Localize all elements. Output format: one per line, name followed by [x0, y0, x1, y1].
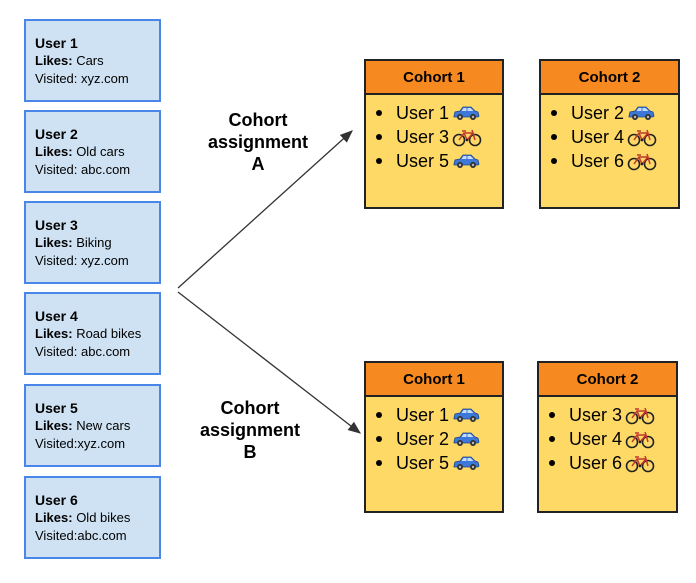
- cohort-member: User 3: [374, 125, 502, 149]
- visited-text: Visited:abc.com: [35, 528, 127, 543]
- bullet: [549, 412, 555, 418]
- likes-value: New cars: [72, 418, 131, 433]
- likes-label: Likes:: [35, 510, 73, 525]
- member-name: User 1: [396, 404, 450, 425]
- bullet: [551, 110, 557, 116]
- likes-value: Old bikes: [72, 510, 131, 525]
- bullet: [376, 134, 382, 140]
- cohort-member: User 5: [374, 149, 502, 173]
- cohort-member: User 1: [374, 403, 502, 427]
- car-icon: [452, 406, 480, 424]
- bullet: [376, 158, 382, 164]
- cohort-title: Cohort 2: [541, 61, 678, 95]
- user-card-6: User 6 Likes: Old bikes Visited:abc.com: [24, 476, 161, 559]
- visited-text: Visited: xyz.com: [35, 253, 129, 268]
- user-card-3: User 3 Likes: Biking Visited: xyz.com: [24, 201, 161, 284]
- cohort-title: Cohort 2: [539, 363, 676, 397]
- cohort-member-list: User 3 User 4 User 6: [539, 397, 676, 475]
- cohort-title: Cohort 1: [366, 61, 502, 95]
- bullet: [551, 158, 557, 164]
- bicycle-icon: [625, 429, 655, 449]
- assignment-a-cohort-2: Cohort 2 User 2 User 4 User 6: [539, 59, 680, 209]
- car-icon: [452, 152, 480, 170]
- bullet: [376, 436, 382, 442]
- user-name: User 6: [35, 492, 78, 508]
- member-name: User 3: [569, 404, 623, 425]
- member-name: User 6: [571, 150, 625, 171]
- assignment-a-label: Cohort assignment A: [207, 110, 309, 174]
- assignment-a-cohort-1: Cohort 1 User 1 User 3 User 5: [364, 59, 504, 209]
- bicycle-icon: [625, 405, 655, 425]
- visited-text: Visited: abc.com: [35, 162, 131, 177]
- bullet: [549, 460, 555, 466]
- likes-value: Cars: [72, 53, 104, 68]
- likes-label: Likes:: [35, 144, 73, 159]
- cohort-member: User 1: [374, 101, 502, 125]
- likes-label: Likes:: [35, 53, 73, 68]
- visited-text: Visited: xyz.com: [35, 71, 129, 86]
- bullet: [551, 134, 557, 140]
- member-name: User 2: [396, 428, 450, 449]
- member-name: User 5: [396, 452, 450, 473]
- car-icon: [452, 430, 480, 448]
- bullet: [376, 412, 382, 418]
- bullet: [376, 460, 382, 466]
- visited-text: Visited: abc.com: [35, 344, 131, 359]
- assignment-b-label: Cohort assignment B: [199, 398, 301, 462]
- car-icon: [452, 454, 480, 472]
- car-icon: [452, 104, 480, 122]
- likes-value: Old cars: [72, 144, 125, 159]
- likes-label: Likes:: [35, 235, 73, 250]
- bullet: [549, 436, 555, 442]
- arrow-to-assignment-b: [177, 291, 362, 434]
- arrow-to-assignment-a: [177, 130, 353, 289]
- member-name: User 3: [396, 126, 450, 147]
- cohort-member: User 5: [374, 451, 502, 475]
- cohort-member: User 4: [549, 125, 678, 149]
- bicycle-icon: [627, 127, 657, 147]
- assignment-b-cohort-1: Cohort 1 User 1 User 2 User 5: [364, 361, 504, 513]
- cohort-member: User 3: [547, 403, 676, 427]
- cohort-member-list: User 2 User 4 User 6: [541, 95, 678, 173]
- likes-label: Likes:: [35, 418, 73, 433]
- user-card-5: User 5 Likes: New cars Visited:xyz.com: [24, 384, 161, 467]
- user-card-4: User 4 Likes: Road bikes Visited: abc.co…: [24, 292, 161, 375]
- member-name: User 6: [569, 452, 623, 473]
- user-name: User 4: [35, 308, 78, 324]
- member-name: User 4: [569, 428, 623, 449]
- bullet: [376, 110, 382, 116]
- bicycle-icon: [452, 127, 482, 147]
- bicycle-icon: [627, 151, 657, 171]
- cohort-member-list: User 1 User 3 User 5: [366, 95, 502, 173]
- user-card-2: User 2 Likes: Old cars Visited: abc.com: [24, 110, 161, 193]
- assignment-b-cohort-2: Cohort 2 User 3 User 4 User 6: [537, 361, 678, 513]
- cohort-member: User 2: [549, 101, 678, 125]
- visited-text: Visited:xyz.com: [35, 436, 126, 451]
- member-name: User 4: [571, 126, 625, 147]
- car-icon: [627, 104, 655, 122]
- cohort-member: User 4: [547, 427, 676, 451]
- cohort-member: User 2: [374, 427, 502, 451]
- cohort-member-list: User 1 User 2 User 5: [366, 397, 502, 475]
- likes-value: Road bikes: [72, 326, 142, 341]
- user-name: User 1: [35, 35, 78, 51]
- cohort-member: User 6: [547, 451, 676, 475]
- likes-value: Biking: [72, 235, 112, 250]
- cohort-title: Cohort 1: [366, 363, 502, 397]
- likes-label: Likes:: [35, 326, 73, 341]
- bicycle-icon: [625, 453, 655, 473]
- user-name: User 2: [35, 126, 78, 142]
- member-name: User 2: [571, 102, 625, 123]
- user-name: User 3: [35, 217, 78, 233]
- member-name: User 5: [396, 150, 450, 171]
- user-name: User 5: [35, 400, 78, 416]
- member-name: User 1: [396, 102, 450, 123]
- user-card-1: User 1 Likes: Cars Visited: xyz.com: [24, 19, 161, 102]
- cohort-member: User 6: [549, 149, 678, 173]
